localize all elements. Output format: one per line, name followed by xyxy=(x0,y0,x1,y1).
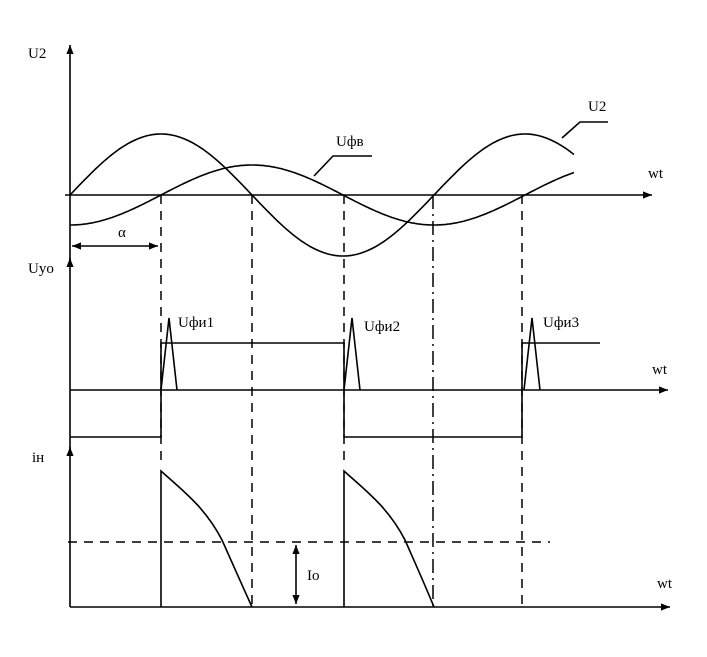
ufv-leader-line xyxy=(313,155,372,177)
current-pulse-1 xyxy=(160,469,253,608)
top-panel: U2 wt U2 Uфв α xyxy=(28,45,664,265)
pulse-spike-3 xyxy=(523,317,541,391)
pulse-spike-2 xyxy=(343,317,361,391)
mid-x-axis-label: wt xyxy=(652,362,668,378)
u2-curve-label: U2 xyxy=(588,99,606,115)
bottom-panel: iн wt Io xyxy=(32,447,673,611)
pulse-label-1: Uфи1 xyxy=(178,315,214,331)
middle-panel: Uyo wt Uфи1 Uфи2 Uфи3 xyxy=(28,258,668,450)
alpha-label: α xyxy=(118,225,126,241)
current-pulse-2 xyxy=(343,469,435,608)
ufv-waveform xyxy=(70,164,575,226)
reference-lines xyxy=(160,195,523,607)
top-y-axis-label: U2 xyxy=(28,46,46,62)
mid-y-axis-label: Uyo xyxy=(28,261,54,277)
pulse-spike-1 xyxy=(160,317,178,391)
pulse-label-2: Uфи2 xyxy=(364,319,400,335)
bottom-x-axis-label: wt xyxy=(657,576,673,592)
top-x-axis-label: wt xyxy=(648,166,664,182)
average-current-label: Io xyxy=(307,568,320,584)
pulse-label-3: Uфи3 xyxy=(543,315,579,331)
ufv-curve-label: Uфв xyxy=(336,134,364,150)
u2-waveform xyxy=(69,133,575,257)
bottom-y-axis-label: iн xyxy=(32,450,44,466)
u2-leader-line xyxy=(561,121,608,139)
